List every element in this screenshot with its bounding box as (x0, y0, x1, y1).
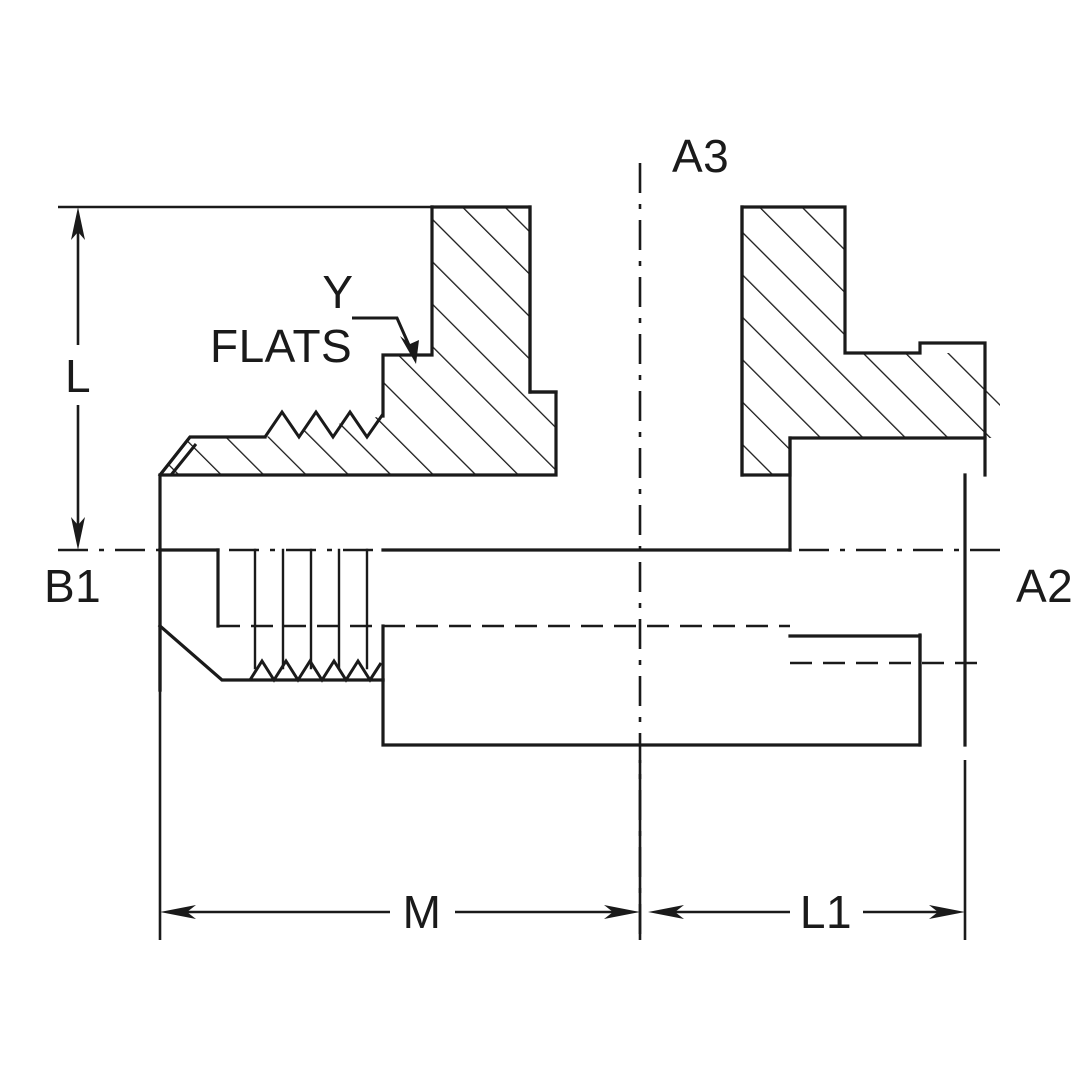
part-outline-upper-right (740, 205, 987, 477)
dimension-label-L1: L1 (800, 886, 852, 938)
dimension-M: M (158, 690, 642, 940)
callout-Y-FLATS: Y FLATS (210, 266, 419, 372)
callout-label-A3: A3 (672, 130, 729, 182)
dimension-L: L (58, 205, 440, 550)
callout-label-Y: Y (322, 266, 353, 318)
callout-B1: B1 (44, 560, 101, 612)
callout-A3: A3 (672, 130, 729, 182)
male-thread-upper-crest (158, 409, 385, 476)
callout-label-B1: B1 (44, 560, 101, 612)
male-thread-lower (220, 548, 383, 683)
dimension-L1: L1 (648, 760, 967, 940)
dimension-label-L: L (65, 350, 91, 402)
callout-label-A2: A2 (1016, 560, 1073, 612)
section-hatching-right (742, 207, 1000, 475)
callout-A2: A2 (1016, 560, 1073, 612)
vertical-port-bore (528, 205, 744, 477)
callout-label-FLATS: FLATS (210, 320, 352, 372)
hidden-bore-lines (218, 624, 985, 665)
dimension-label-M: M (403, 886, 442, 938)
